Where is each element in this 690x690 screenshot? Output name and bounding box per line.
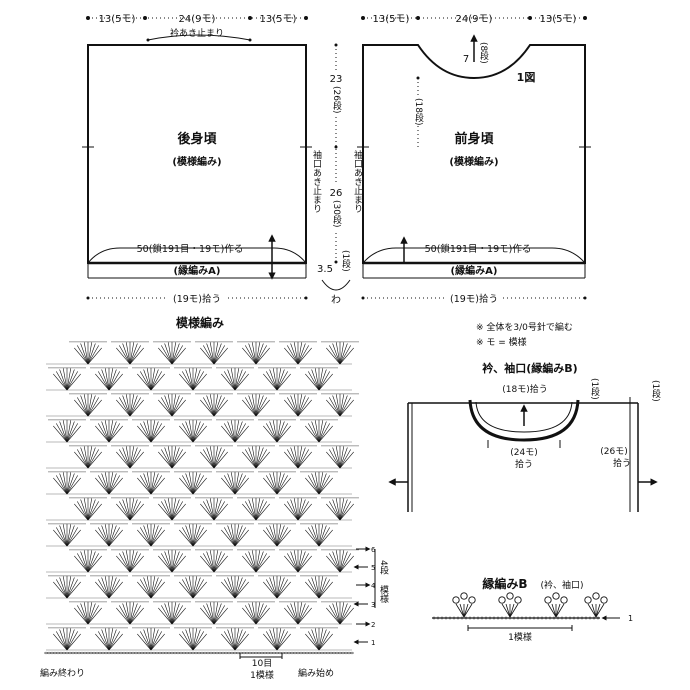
front-body-panel	[357, 34, 591, 279]
collar-front-pickup-verb: 拾う	[515, 458, 533, 470]
lower-height-rows: (30段)	[331, 200, 342, 227]
border-b-subtitle: (衿、袖口)	[540, 579, 583, 591]
row-number: 5	[371, 564, 375, 572]
front-side-rows: (18段)	[413, 98, 424, 125]
pattern-chart-stitches	[44, 341, 359, 655]
front-panel-pattern: (模様編み)	[449, 155, 498, 168]
border-height-value: 3.5	[317, 264, 333, 275]
front-shoulder-left-dim: 13(5モ)	[373, 14, 410, 25]
note-motif: ※ モ = 模様	[476, 336, 527, 348]
pattern-chart-title: 模様編み	[176, 315, 224, 330]
back-body-panel	[82, 34, 312, 280]
chart-repeat-stitches: 10目	[252, 658, 272, 669]
chart-row-markers: 1 2 3 4 5 6	[353, 546, 376, 647]
border-height-rows: (1段)	[340, 250, 351, 272]
back-panel-title: 後身頃	[177, 131, 217, 147]
loop-label: わ	[331, 294, 341, 306]
row-number: 2	[371, 621, 375, 629]
front-pickup-dimension	[361, 296, 587, 300]
collar-neck-pickup: (18モ)拾う	[502, 383, 547, 395]
back-foundation-label: 50(鎖191目・19モ)作る	[137, 243, 244, 255]
front-width-dimensions	[361, 16, 587, 20]
sleeve-rows: (1段)	[650, 380, 661, 402]
collar-neck-rows: (1段)	[589, 378, 600, 400]
back-sleeve-stop-label: 袖口あき止まり	[311, 149, 322, 213]
front-foundation-label: 50(鎖191目・19モ)作る	[425, 243, 532, 255]
collar-title: 衿、袖口(縁編みB)	[482, 361, 577, 375]
sleeve-pickup: (26モ)	[600, 447, 627, 457]
front-neck-depth: 7	[463, 54, 469, 65]
front-panel-title: 前身頃	[454, 131, 494, 147]
chart-end-label: 編み終わり	[40, 667, 85, 679]
row-number: 3	[371, 601, 375, 609]
pattern-chart-frame	[239, 653, 283, 659]
border-b-title: 縁編みB	[482, 576, 527, 591]
chart-repeat-count: 1模様	[250, 669, 274, 681]
chart-start-label: 編み始め	[298, 667, 334, 679]
note-hook: ※ 全体を3/0号針で編む	[476, 321, 573, 333]
border-b-row-number: 1	[628, 614, 633, 623]
collar-front-pickup: (24モ)	[510, 448, 537, 458]
back-width-dimensions	[86, 16, 308, 20]
back-border-label: (縁編みA)	[174, 264, 221, 277]
front-sleeve-stop-label: 袖口あき止まり	[352, 149, 363, 213]
lower-dim-bg	[328, 185, 344, 231]
collar-diagram	[388, 397, 658, 512]
back-neck-stop-label: 衿あき止まり	[170, 27, 224, 39]
upper-height-rows: (26段)	[331, 86, 342, 113]
border-b-repeat: 1模様	[508, 631, 532, 643]
front-pickup-label: (19モ)拾う	[450, 293, 498, 305]
front-pickup-bg	[445, 291, 503, 304]
back-shoulder-right-dim: 13(5モ)	[260, 14, 297, 25]
front-figure-ref: 1図	[517, 70, 536, 84]
front-border-label: (縁編みA)	[451, 264, 498, 277]
border-b-repeat-bracket	[467, 625, 573, 631]
front-neck-dim: 24(9モ)	[456, 14, 493, 25]
front-neck-rows: (8段)	[478, 42, 489, 64]
rows-count-label: 4段	[378, 560, 389, 576]
back-shoulder-left-dim: 13(5モ)	[99, 14, 136, 25]
rows-unit-label: 模様	[378, 585, 389, 603]
back-neck-dim: 24(9モ)	[179, 14, 216, 25]
lower-height-value: 26	[330, 188, 343, 199]
back-pickup-label: (19モ)拾う	[173, 293, 221, 305]
row-number: 1	[371, 639, 375, 647]
row-number: 6	[371, 546, 376, 554]
back-panel-pattern: (模様編み)	[172, 155, 221, 168]
upper-dim-bg	[328, 70, 344, 114]
front-side-rows-bg	[410, 96, 426, 126]
sleeve-pickup-verb: 拾う	[613, 457, 631, 469]
border-b-stitches	[432, 592, 608, 620]
upper-height-value: 23	[330, 74, 343, 85]
back-pickup-bg	[168, 291, 226, 304]
row-number: 4	[371, 582, 376, 590]
front-shoulder-right-dim: 13(5モ)	[540, 14, 577, 25]
